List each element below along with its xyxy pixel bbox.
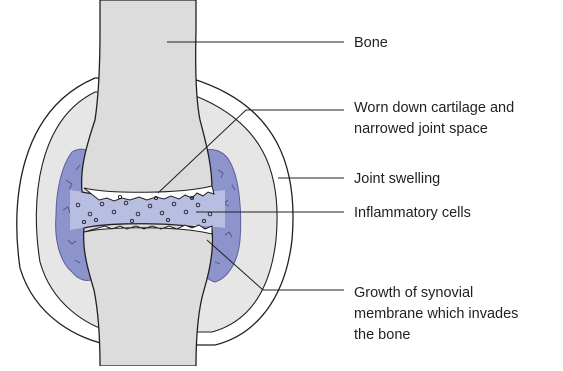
label-cartilage-line1: Worn down cartilage and bbox=[354, 100, 514, 116]
label-bone: Bone bbox=[354, 35, 388, 51]
label-cartilage-line2: narrowed joint space bbox=[354, 121, 488, 137]
label-synovial-line2: membrane which invades bbox=[354, 306, 518, 322]
label-swelling: Joint swelling bbox=[354, 171, 440, 187]
label-synovial-line3: the bone bbox=[354, 327, 410, 343]
label-synovial-line1: Growth of synovial bbox=[354, 285, 473, 301]
label-inflammatory: Inflammatory cells bbox=[354, 205, 471, 221]
lower-bone bbox=[84, 224, 213, 366]
upper-bone bbox=[82, 0, 212, 196]
